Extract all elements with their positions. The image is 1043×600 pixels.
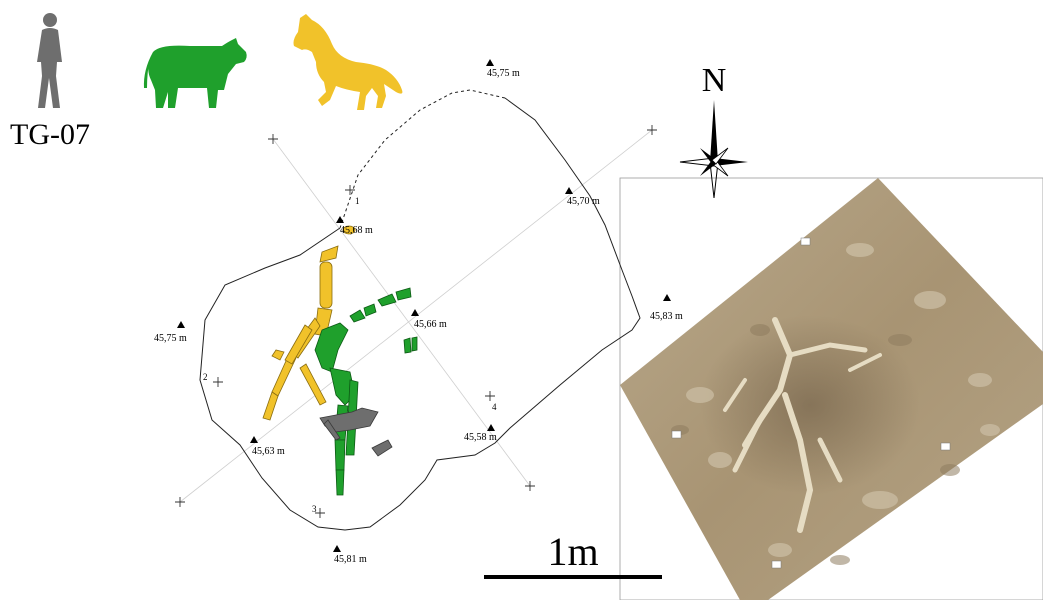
excavation-photo	[620, 178, 1043, 600]
elevation-label: 45,66 m	[414, 319, 447, 330]
grid-point-1: 1	[355, 196, 360, 206]
elevation-label: 45,58 m	[464, 432, 497, 443]
elevation-label: 45,83 m	[650, 311, 683, 322]
north-label: N	[702, 62, 727, 99]
photo-frame	[619, 177, 1043, 600]
grid-point-4: 4	[492, 402, 497, 412]
grid-point-2: 2	[203, 372, 208, 382]
horse-icon	[293, 14, 403, 110]
horse-skeleton	[262, 225, 356, 421]
excavation-outline	[199, 89, 641, 531]
north-arrow-icon	[679, 100, 748, 199]
grid-point-3: 3	[312, 504, 317, 514]
site-label: TG-07	[10, 118, 90, 151]
elevation-markers	[177, 59, 671, 552]
human-remains	[319, 407, 393, 457]
elevation-label: 45,81 m	[334, 554, 367, 565]
elevation-label: 45,68 m	[340, 225, 373, 236]
elevation-label: 45,63 m	[252, 446, 285, 457]
elevation-label: 45,75 m	[487, 68, 520, 79]
cattle-icon	[143, 38, 247, 108]
grid-crosses	[175, 125, 657, 518]
elevation-label: 45,70 m	[567, 196, 600, 207]
elevation-label: 45,75 m	[154, 333, 187, 344]
human-icon	[37, 13, 62, 108]
scale-label: 1m	[547, 529, 598, 574]
